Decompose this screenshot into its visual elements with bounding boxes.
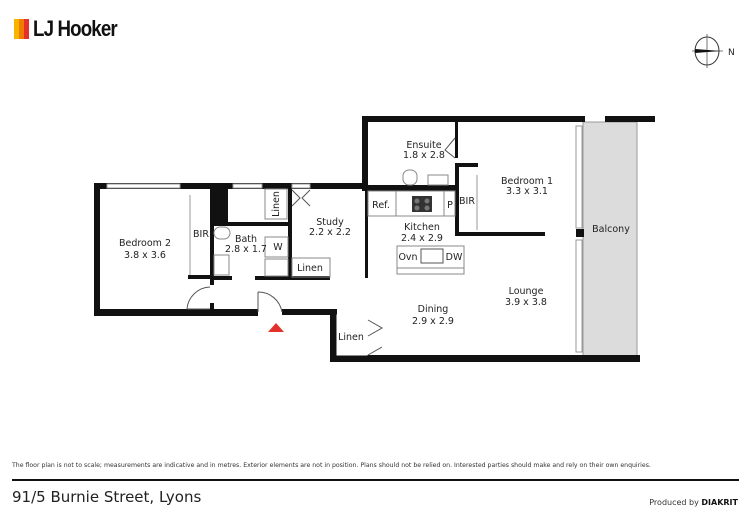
disclaimer: The floor plan is not to scale; measurem…: [12, 462, 651, 469]
room-name-ensuite: Ensuite: [406, 140, 441, 151]
room-size-study: 2.2 x 2.2: [309, 227, 351, 238]
logo-bars-icon: [14, 19, 29, 39]
linen-label-2: Linen: [297, 263, 323, 274]
sink-icon: [420, 248, 444, 264]
balcony-area: [582, 121, 638, 358]
entry-marker-icon: [268, 323, 284, 332]
fixtures: [213, 169, 465, 356]
pantry-label: P: [447, 200, 453, 211]
linen-label-1: Linen: [271, 191, 282, 217]
room-size-dining: 2.9 x 2.9: [412, 316, 454, 327]
room-size-bedroom-2: 3.8 x 3.6: [124, 250, 166, 261]
windows: [106, 125, 583, 353]
room-name-dining: Dining: [418, 304, 449, 315]
linen-label-3: Linen: [338, 332, 364, 343]
room-name-bedroom-1: Bedroom 1: [501, 176, 553, 187]
room-size-bedroom-1: 3.3 x 3.1: [506, 186, 548, 197]
room-size-kitchen: 2.4 x 2.9: [401, 233, 443, 244]
north-arrow-icon: N: [692, 34, 735, 68]
room-size-bath: 2.8 x 1.7: [225, 244, 267, 255]
produced-by-brand: DIAKRIT: [701, 498, 738, 507]
ref-label: Ref.: [372, 200, 390, 211]
dishwasher-label: DW: [446, 252, 463, 263]
doors: [186, 137, 478, 356]
produced-by-prefix: Produced by: [649, 498, 699, 507]
produced-by: Produced by DIAKRIT: [649, 498, 738, 507]
room-name-lounge: Lounge: [509, 286, 544, 297]
logo-text: LJ Hooker: [33, 16, 118, 41]
compass-label: N: [728, 48, 735, 58]
divider: [12, 479, 739, 481]
room-name-study: Study: [316, 217, 344, 228]
room-name-bedroom-2: Bedroom 2: [119, 238, 171, 249]
oven-label: Ovn: [398, 252, 417, 263]
cooktop-icon: [412, 196, 432, 212]
bir-label-bedroom-2: BIR: [193, 229, 209, 240]
walls: [94, 116, 655, 362]
room-size-ensuite: 1.8 x 2.8: [403, 150, 445, 161]
room-name-balcony: Balcony: [592, 224, 630, 235]
lj-hooker-logo: LJ Hooker: [14, 16, 132, 42]
floor-plan: Bedroom 2 3.8 x 3.6 Bath 2.8 x 1.7 Study…: [94, 116, 655, 362]
w-label: W: [273, 242, 283, 253]
room-name-bath: Bath: [235, 234, 257, 245]
room-size-lounge: 3.9 x 3.8: [505, 297, 547, 308]
room-name-kitchen: Kitchen: [404, 222, 440, 233]
property-address: 91/5 Burnie Street, Lyons: [12, 488, 202, 506]
bir-label-bedroom-1: BIR: [459, 196, 475, 207]
